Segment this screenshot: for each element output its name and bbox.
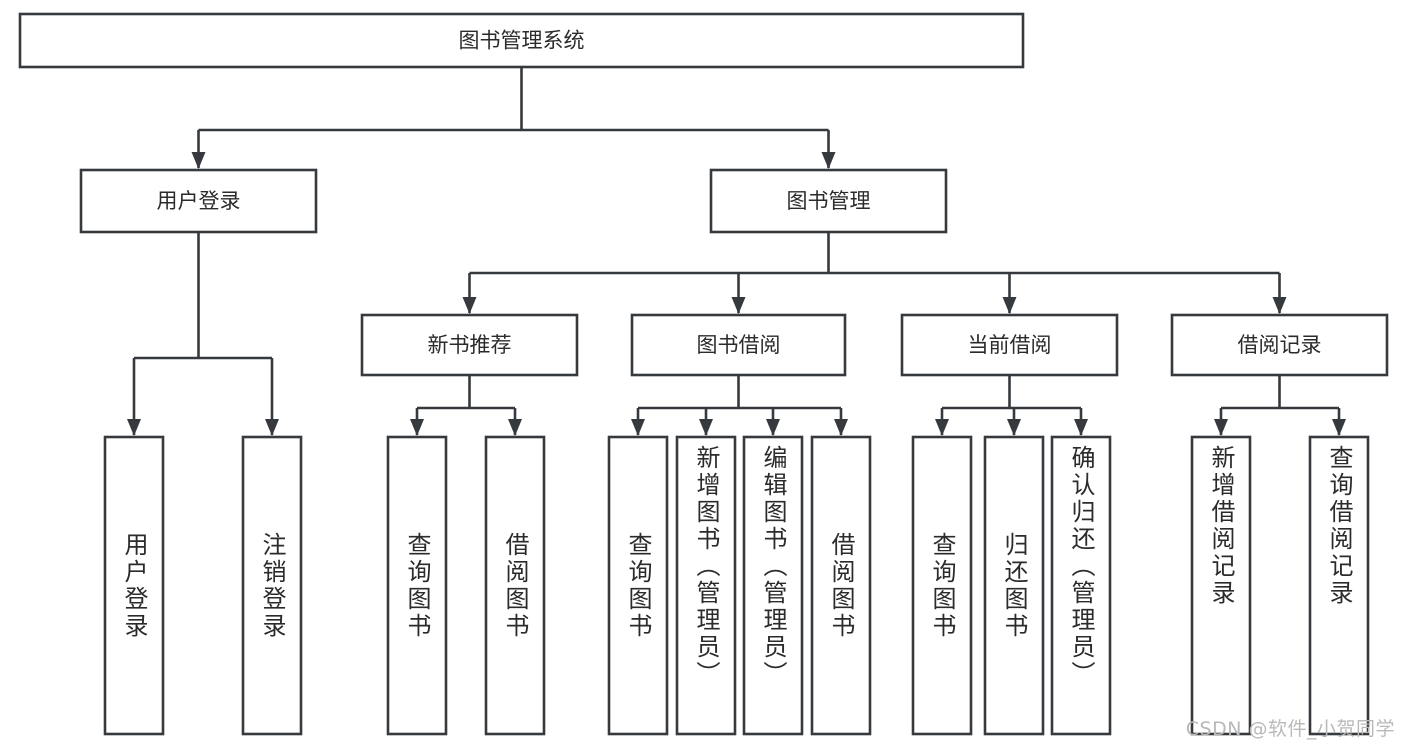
conn-current-borrow-arrowhead-0 [935, 419, 949, 436]
leaf-leaf-logout[interactable] [241, 435, 303, 736]
node-user-login[interactable] [79, 168, 318, 234]
node-root[interactable] [18, 12, 1025, 69]
conn-current-borrow-arrowhead-2 [1074, 419, 1088, 436]
conn-book-borrow-arrowhead-2 [766, 419, 780, 436]
leaf-leaf-user-login[interactable] [103, 435, 165, 736]
node-new-book-recommend[interactable] [360, 313, 579, 377]
conn-borrow-record-arrowhead-1 [1332, 419, 1346, 436]
leaf-leaf-edit-book-admin[interactable] [742, 435, 804, 736]
node-boxes [18, 12, 1389, 736]
leaf-leaf-add-borrow-record[interactable] [1190, 435, 1252, 736]
conn-borrow-record-arrowhead-0 [1214, 419, 1228, 436]
conn-root-arrowhead-0 [191, 152, 206, 169]
connector-lines [127, 67, 1346, 436]
node-book-borrow-label: 图书借阅 [697, 333, 781, 357]
conn-book-manage-arrowhead-2 [1002, 297, 1017, 314]
conn-book-manage-arrowhead-1 [731, 297, 746, 314]
node-book-manage[interactable] [709, 168, 948, 234]
leaf-leaf-confirm-return-admin[interactable] [1050, 435, 1112, 736]
node-current-borrow[interactable] [900, 313, 1119, 377]
leaf-leaf-query-borrow-record[interactable] [1308, 435, 1370, 736]
conn-book-manage-arrowhead-0 [462, 297, 477, 314]
conn-root-arrowhead-1 [821, 152, 836, 169]
conn-book-borrow-arrowhead-1 [699, 419, 713, 436]
leaf-leaf-borrow-book-rec[interactable] [484, 435, 546, 736]
conn-user-login-arrowhead-1 [265, 419, 279, 436]
node-borrow-record[interactable] [1170, 313, 1389, 377]
node-current-borrow-label: 当前借阅 [968, 333, 1052, 357]
conn-new-book-recommend-arrowhead-0 [410, 419, 424, 436]
conn-new-book-recommend-arrowhead-1 [508, 419, 522, 436]
conn-book-borrow-arrowhead-0 [631, 419, 645, 436]
leaf-leaf-query-book-borrow[interactable] [607, 435, 669, 736]
conn-book-manage-arrowhead-3 [1272, 297, 1287, 314]
watermark: CSDN @软件_小贺同学 [1185, 718, 1395, 740]
node-borrow-record-label: 借阅记录 [1238, 333, 1322, 357]
conn-book-borrow-arrowhead-3 [834, 419, 848, 436]
leaf-leaf-borrow-book[interactable] [810, 435, 872, 736]
node-book-manage-label: 图书管理 [787, 189, 871, 213]
node-user-login-label: 用户登录 [157, 189, 241, 213]
conn-user-login-arrowhead-0 [127, 419, 141, 436]
leaf-leaf-query-book-rec[interactable] [386, 435, 448, 736]
conn-current-borrow-arrowhead-1 [1007, 419, 1021, 436]
leaf-leaf-query-book-current[interactable] [911, 435, 973, 736]
node-new-book-recommend-label: 新书推荐 [428, 333, 512, 357]
node-book-borrow[interactable] [630, 313, 847, 377]
leaf-leaf-add-book-admin[interactable] [675, 435, 737, 736]
leaf-leaf-return-book[interactable] [983, 435, 1045, 736]
node-root-label: 图书管理系统 [459, 29, 585, 53]
